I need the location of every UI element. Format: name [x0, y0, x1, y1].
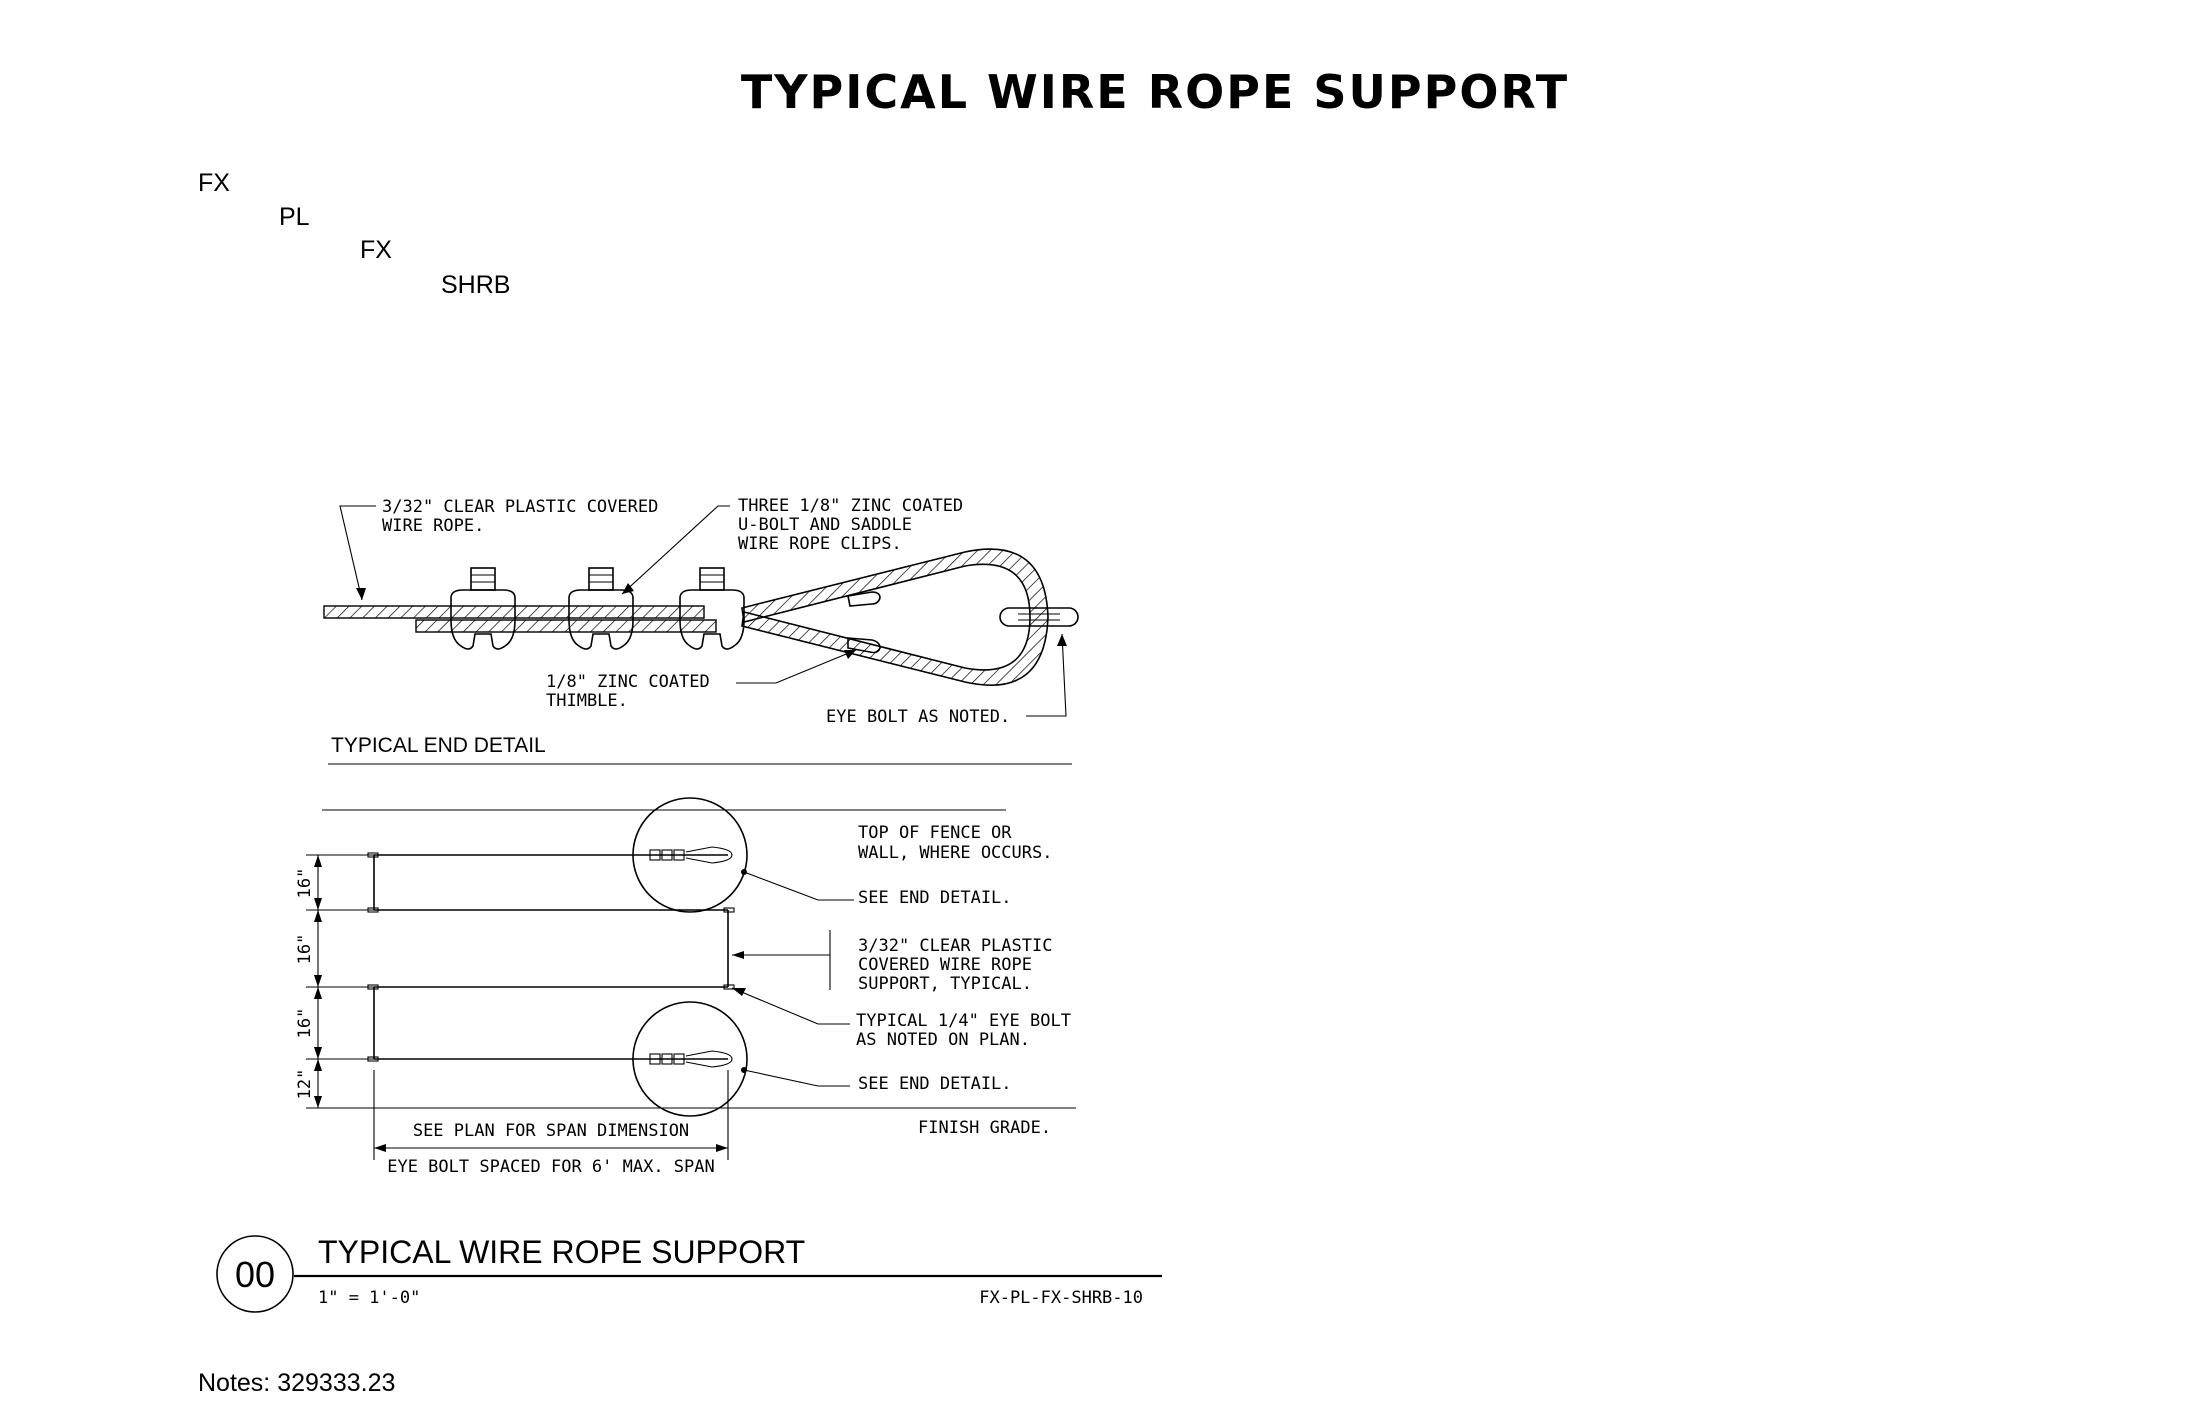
detail-title: TYPICAL WIRE ROPE SUPPORT	[318, 1234, 805, 1270]
note-top-line-2: WALL, WHERE OCCURS.	[858, 843, 1052, 863]
eye-bolt	[999, 607, 1079, 627]
note-top-line-1: TOP OF FENCE OR	[858, 823, 1012, 843]
dim-label-4: 12"	[295, 1069, 315, 1100]
note-see-end-1: SEE END DETAIL.	[858, 888, 1012, 908]
end-detail-drawing: 3/32" CLEAR PLASTIC COVERED WIRE ROPE. T…	[323, 496, 1079, 765]
code-line-1: FX	[198, 169, 230, 197]
callout-clips-line-1: THREE 1/8" ZINC COATED	[738, 496, 963, 516]
dim-label-3: 16"	[295, 1008, 315, 1039]
note-support-line-1: 3/32" CLEAR PLASTIC	[858, 936, 1052, 956]
code-line-3: FX	[360, 236, 392, 264]
detail-scale: 1" = 1'-0"	[318, 1288, 420, 1308]
code-line-4: SHRB	[441, 271, 510, 299]
note-eye-bolt-line-2: AS NOTED ON PLAN.	[856, 1030, 1030, 1050]
note-support-line-2: COVERED WIRE ROPE	[858, 955, 1032, 975]
note-support-line-3: SUPPORT, TYPICAL.	[858, 974, 1032, 994]
thimble	[741, 548, 1049, 686]
detail-code: FX-PL-FX-SHRB-10	[979, 1288, 1143, 1308]
detail-number: 00	[235, 1254, 275, 1295]
end-detail-title: TYPICAL END DETAIL	[331, 734, 546, 757]
notes-line: Notes: 329333.23	[198, 1369, 395, 1397]
wire-rope-clip	[450, 567, 516, 650]
callout-thimble-line-1: 1/8" ZINC COATED	[546, 672, 710, 692]
code-line-2: PL	[279, 203, 310, 231]
callout-eye-bolt: EYE BOLT AS NOTED.	[826, 707, 1010, 727]
elevation-drawing: 16" 16" 16" 12" SEE PLAN FOR SPAN DIMENS…	[295, 797, 1076, 1177]
span-label: SEE PLAN FOR SPAN DIMENSION	[413, 1121, 689, 1141]
detail-title-block: 00 TYPICAL WIRE ROPE SUPPORT 1" = 1'-0" …	[216, 1234, 1162, 1313]
end-detail-circle	[632, 797, 748, 913]
callout-clips-line-2: U-BOLT AND SADDLE	[738, 515, 912, 535]
end-detail-circle	[632, 1001, 748, 1117]
dim-label-1: 16"	[295, 868, 315, 899]
note-see-end-2: SEE END DETAIL.	[858, 1074, 1012, 1094]
callout-wire-rope-line-1: 3/32" CLEAR PLASTIC COVERED	[382, 497, 658, 517]
callout-thimble-line-2: THIMBLE.	[546, 691, 628, 711]
sheet-title: TYPICAL WIRE ROPE SUPPORT	[741, 65, 1569, 119]
dim-label-2: 16"	[295, 934, 315, 965]
callout-wire-rope-line-2: WIRE ROPE.	[382, 516, 484, 536]
wire-rope-main	[323, 605, 705, 619]
spacing-label: EYE BOLT SPACED FOR 6' MAX. SPAN	[387, 1157, 715, 1177]
note-finish-grade: FINISH GRADE.	[918, 1118, 1051, 1138]
wire-rope-return	[415, 619, 717, 633]
wire-rope-clip	[679, 567, 745, 650]
callout-clips-line-3: WIRE ROPE CLIPS.	[738, 534, 902, 554]
wire-rope-clip	[568, 567, 634, 650]
detail-number-bubble	[216, 1235, 294, 1313]
note-eye-bolt-line-1: TYPICAL 1/4" EYE BOLT	[856, 1011, 1071, 1031]
